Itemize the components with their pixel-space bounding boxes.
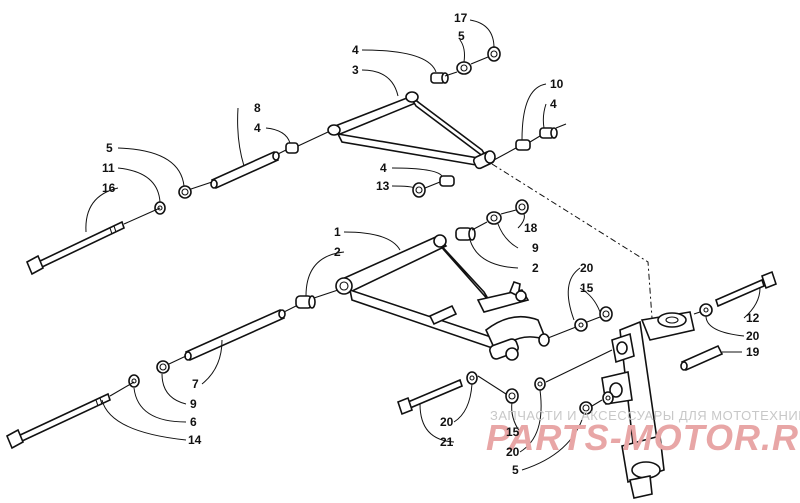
lower-a-arm-group — [5, 199, 613, 450]
callout-20: 20 — [746, 329, 760, 343]
callout-10: 10 — [550, 77, 564, 91]
callout-4: 4 — [254, 121, 261, 135]
upper-bushing-lower — [439, 175, 455, 187]
callout-11: 11 — [102, 161, 115, 175]
watermark: ЗАПЧАСТИ И АКСЕССУАРЫ ДЛЯ МОТОТЕХНИКИ PA… — [486, 408, 800, 458]
spindle-nut-lower — [505, 388, 519, 404]
callout-15: 15 — [506, 425, 520, 439]
callout-4: 4 — [380, 161, 387, 175]
upper-nut-lower — [412, 182, 426, 198]
callout-7: 7 — [192, 377, 199, 391]
lower-pivot-tube — [184, 308, 286, 362]
upper-pivot-bushing — [285, 142, 299, 154]
callout-20: 20 — [506, 445, 520, 459]
lower-washer-right — [574, 318, 588, 332]
spindle-washer-lower-2 — [534, 377, 546, 391]
spindle-washer-upper — [699, 303, 713, 317]
callout-3: 3 — [352, 63, 359, 77]
callout-21: 21 — [440, 435, 454, 449]
upper-bushing-rear — [515, 139, 531, 151]
callout-13: 13 — [376, 179, 390, 193]
callout-labels: 17 5 4 3 10 4 8 4 5 11 16 4 13 18 9 1 2 … — [102, 11, 760, 477]
watermark-brand: PARTS-MOTOR.RU — [486, 417, 800, 458]
upper-pivot-bolt — [25, 220, 125, 276]
upper-bolt-washer — [178, 185, 192, 199]
leader-lines — [85, 19, 761, 471]
upper-pivot-tube — [210, 150, 280, 190]
callout-5: 5 — [458, 29, 465, 43]
upper-a-arm — [327, 91, 496, 170]
callout-2: 2 — [532, 261, 539, 275]
lower-a-arm — [335, 234, 550, 361]
spindle-nut-lower-2 — [602, 391, 614, 405]
lower-bushing-rear — [455, 227, 476, 241]
lower-washer-rear — [486, 211, 502, 225]
spindle-washer-lower-3 — [579, 401, 593, 415]
lower-pivot-bolt — [5, 392, 111, 450]
spindle-bolt-lower — [397, 378, 463, 416]
upper-a-arm-group — [25, 46, 567, 276]
spindle-bolt-upper — [715, 270, 777, 308]
watermark-tagline: ЗАПЧАСТИ И АКСЕССУАРЫ ДЛЯ МОТОТЕХНИКИ — [490, 408, 800, 423]
callout-18: 18 — [524, 221, 538, 235]
callout-9: 9 — [190, 397, 197, 411]
upper-bushing-rear-2 — [539, 127, 558, 139]
callout-4: 4 — [550, 97, 557, 111]
callout-19: 19 — [746, 345, 760, 359]
callout-9: 9 — [532, 241, 539, 255]
callout-6: 6 — [190, 415, 197, 429]
spindle-washer-lower — [466, 371, 478, 385]
spindle — [601, 311, 695, 499]
callout-16: 16 — [102, 181, 116, 195]
callout-12: 12 — [746, 311, 760, 325]
lower-bolt-washer — [156, 360, 170, 374]
spindle-group — [397, 163, 777, 499]
callout-2: 2 — [334, 245, 341, 259]
callout-17: 17 — [454, 11, 468, 25]
tie-rod-stud — [680, 344, 724, 372]
callout-14: 14 — [188, 433, 202, 447]
callout-20: 20 — [440, 415, 454, 429]
callout-8: 8 — [254, 101, 261, 115]
upper-washer-front — [456, 61, 472, 75]
callout-5: 5 — [512, 463, 519, 477]
lower-bushing-front — [295, 295, 316, 309]
callout-1: 1 — [334, 225, 341, 239]
callout-15: 15 — [580, 281, 594, 295]
callout-5: 5 — [106, 141, 113, 155]
lower-nut-right — [599, 306, 613, 322]
upper-bushing-front — [430, 72, 449, 84]
callout-4: 4 — [352, 43, 359, 57]
lower-lock-washer — [128, 374, 140, 388]
upper-nut-front — [487, 46, 501, 62]
callout-20: 20 — [580, 261, 594, 275]
lower-nut-rear — [515, 199, 529, 215]
